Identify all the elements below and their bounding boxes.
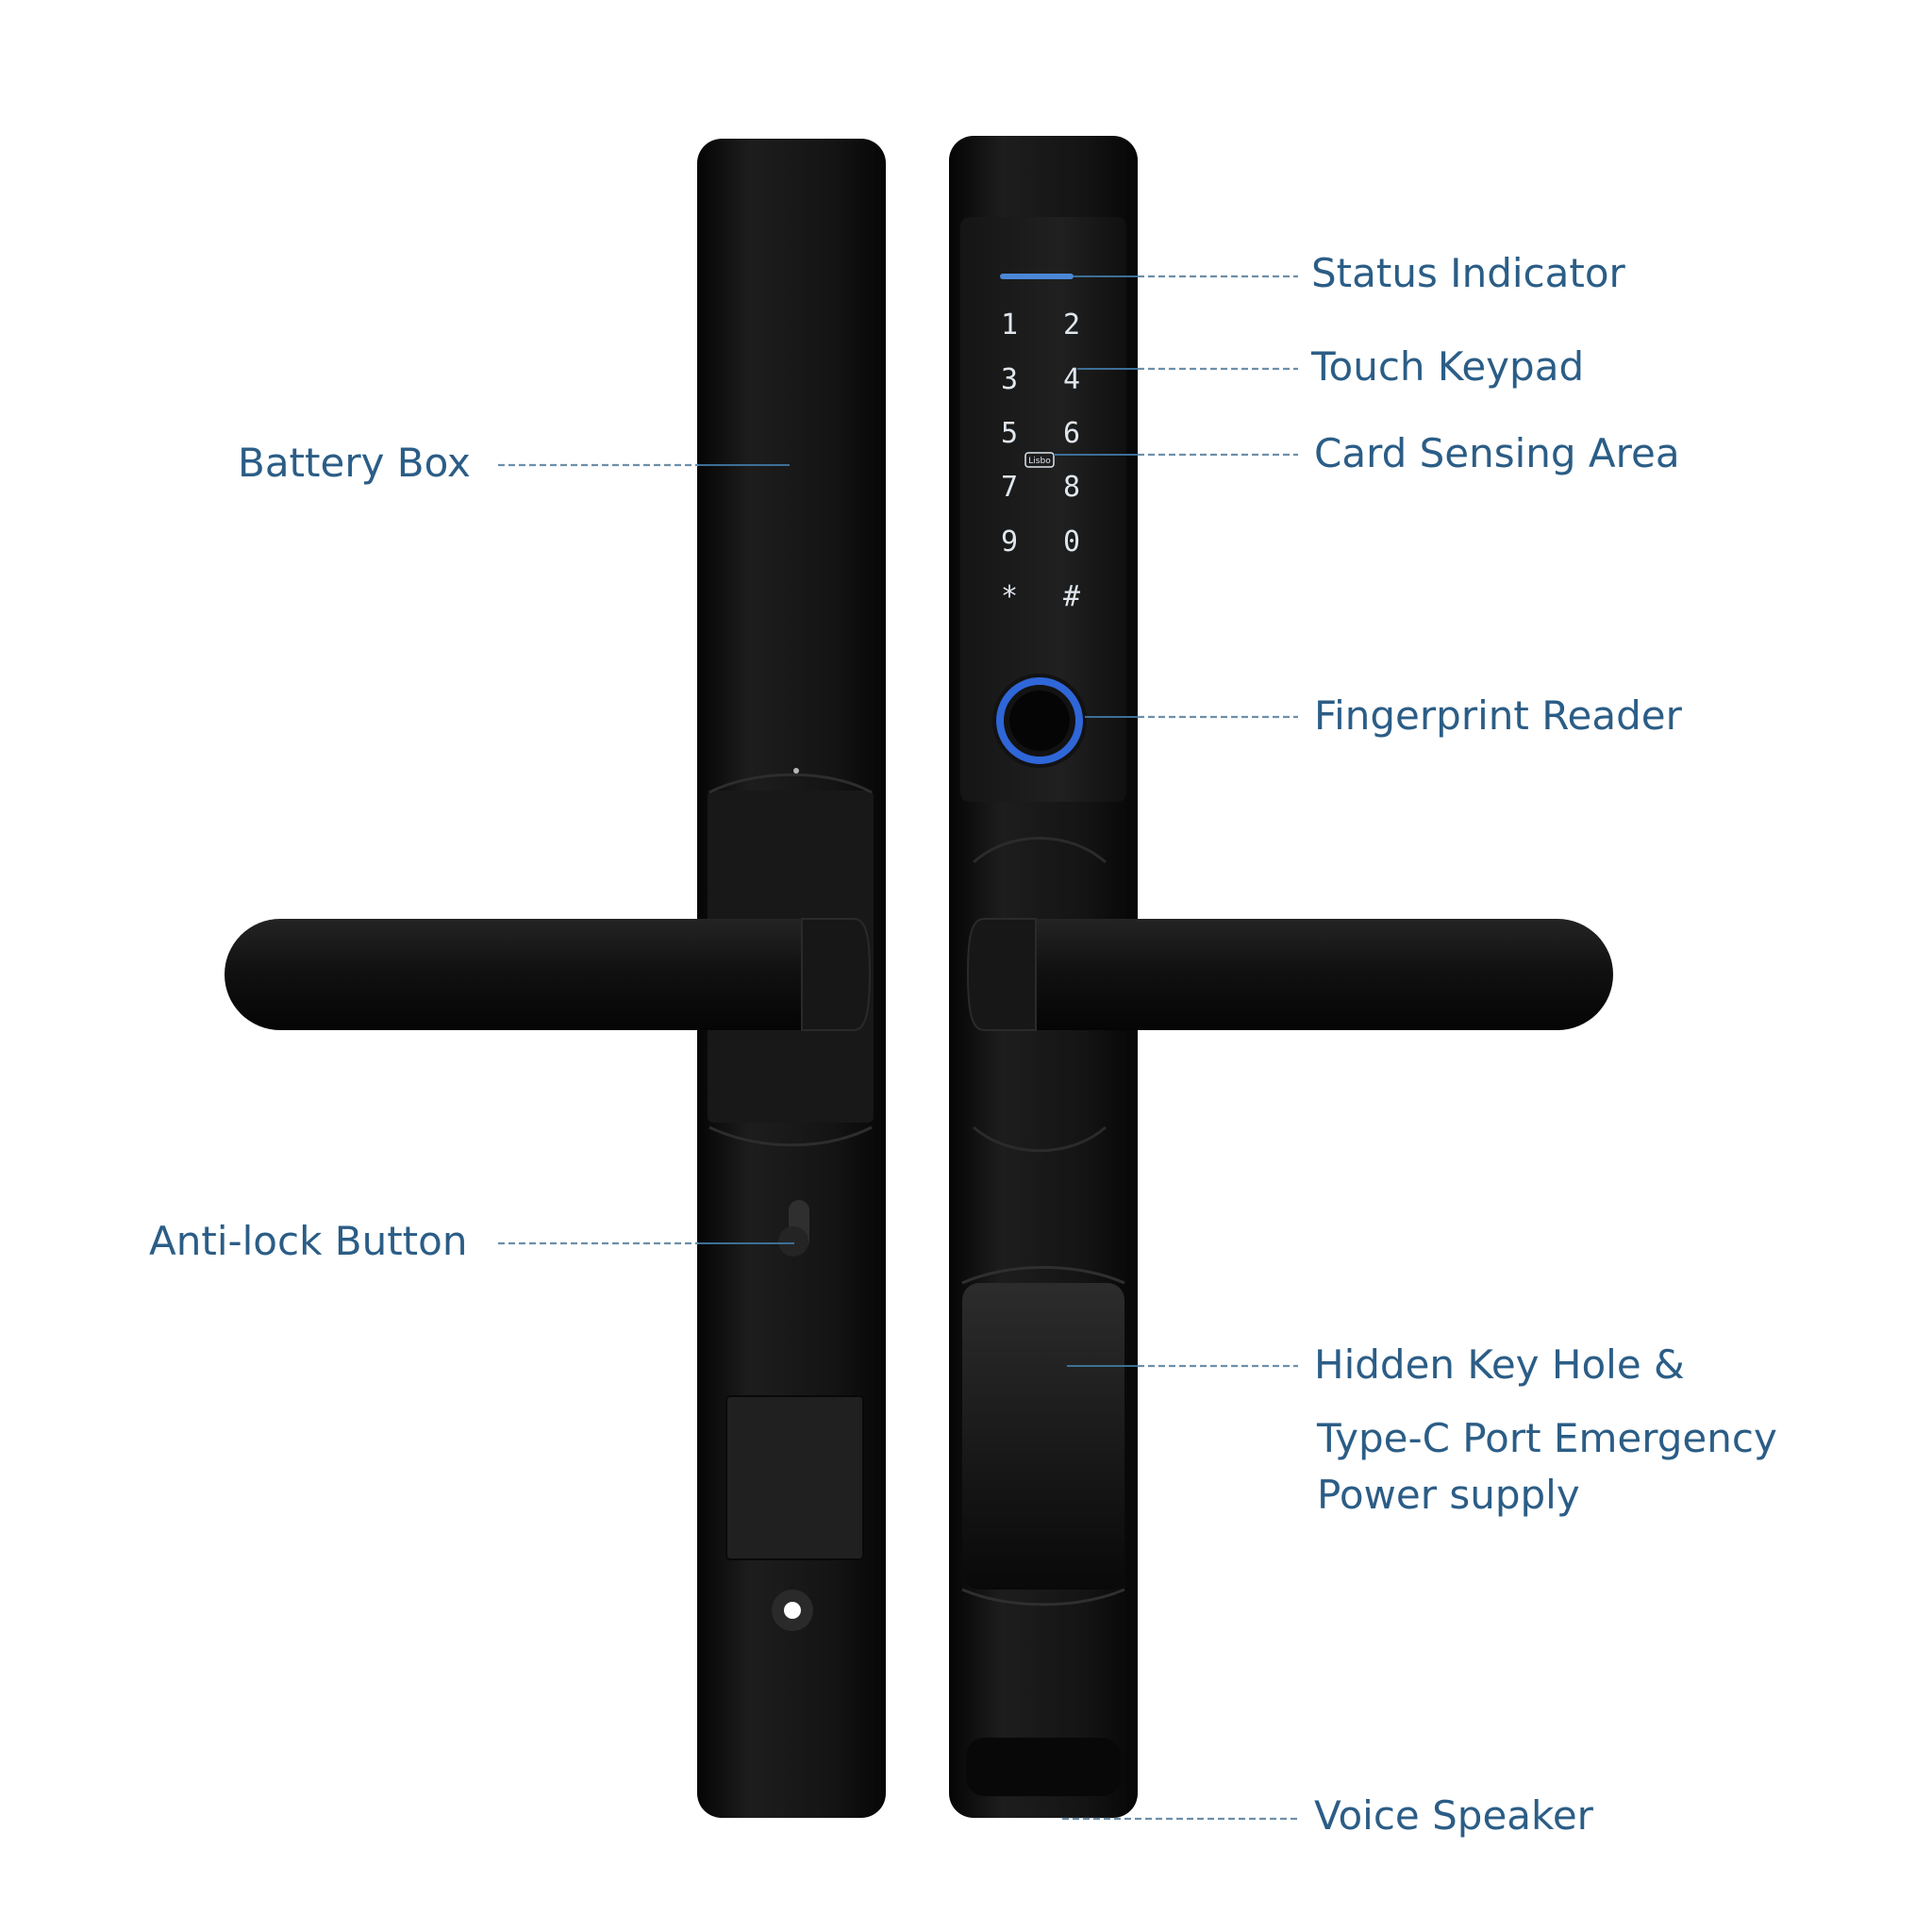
hidden-key-cover-bottom [961, 1588, 1125, 1607]
interior-lever-rose [801, 918, 872, 1031]
exterior-panel-divider-2 [973, 1125, 1107, 1153]
status-indicator-light [1000, 274, 1074, 279]
hidden-key-hole-label-line-1: Hidden Key Hole & [1314, 1341, 1685, 1388]
fingerprint-sensor[interactable] [1009, 691, 1070, 751]
interior-plate [725, 1395, 864, 1560]
anti-lock-button-label: Anti-lock Button [149, 1218, 468, 1264]
card-sensing-badge [1024, 452, 1055, 468]
exterior-lever-handle[interactable] [966, 918, 1613, 1031]
key-0[interactable]: 0 [1063, 525, 1080, 558]
hidden-key-hole-label-line-2: Type-C Port Emergency [1317, 1415, 1777, 1461]
callout-leaders [498, 275, 1298, 1821]
exterior-panel-divider-1 [973, 837, 1107, 864]
interior-lever-handle[interactable] [225, 918, 872, 1031]
touch-keypad[interactable]: 1 2 3 4 5 6 7 8 9 0 * # Lisbo [1001, 308, 1080, 613]
battery-box-label: Battery Box [238, 440, 471, 486]
voice-speaker-label: Voice Speaker [1314, 1792, 1593, 1839]
battery-box-divider [708, 773, 873, 794]
key-5[interactable]: 5 [1001, 417, 1018, 450]
hidden-key-hole-label-line-3: Power supply [1317, 1472, 1580, 1518]
touch-keypad-label: Touch Keypad [1311, 343, 1585, 390]
key-7[interactable]: 7 [1001, 471, 1018, 504]
key-9[interactable]: 9 [1001, 525, 1018, 558]
card-sensing-area-label: Card Sensing Area [1314, 430, 1680, 476]
hidden-key-cover-top [961, 1266, 1125, 1285]
key-hash[interactable]: # [1063, 580, 1080, 613]
screw-hole-center [784, 1602, 801, 1619]
exterior-lever-rose [966, 918, 1037, 1031]
keypad-panel [960, 217, 1126, 802]
hidden-key-cover[interactable] [962, 1283, 1124, 1590]
fingerprint-reader-ring[interactable] [996, 677, 1083, 764]
fingerprint-reader-label: Fingerprint Reader [1314, 692, 1682, 739]
key-star[interactable]: * [1001, 580, 1018, 613]
key-2[interactable]: 2 [1063, 308, 1080, 341]
key-6[interactable]: 6 [1063, 417, 1080, 450]
exterior-lever-bar[interactable] [970, 919, 1613, 1030]
anti-lock-button-knob[interactable] [778, 1226, 808, 1257]
lower-panel-divider [708, 1125, 873, 1147]
voice-speaker-grille [966, 1738, 1121, 1796]
key-4[interactable]: 4 [1063, 363, 1080, 396]
interior-lever-bar[interactable] [225, 919, 868, 1030]
card-sensing-badge-text: Lisbo [1028, 457, 1051, 466]
battery-indicator-dot [793, 768, 799, 774]
status-indicator-label: Status Indicator [1311, 250, 1625, 296]
key-8[interactable]: 8 [1063, 471, 1080, 504]
key-3[interactable]: 3 [1001, 363, 1018, 396]
key-1[interactable]: 1 [1001, 308, 1018, 341]
